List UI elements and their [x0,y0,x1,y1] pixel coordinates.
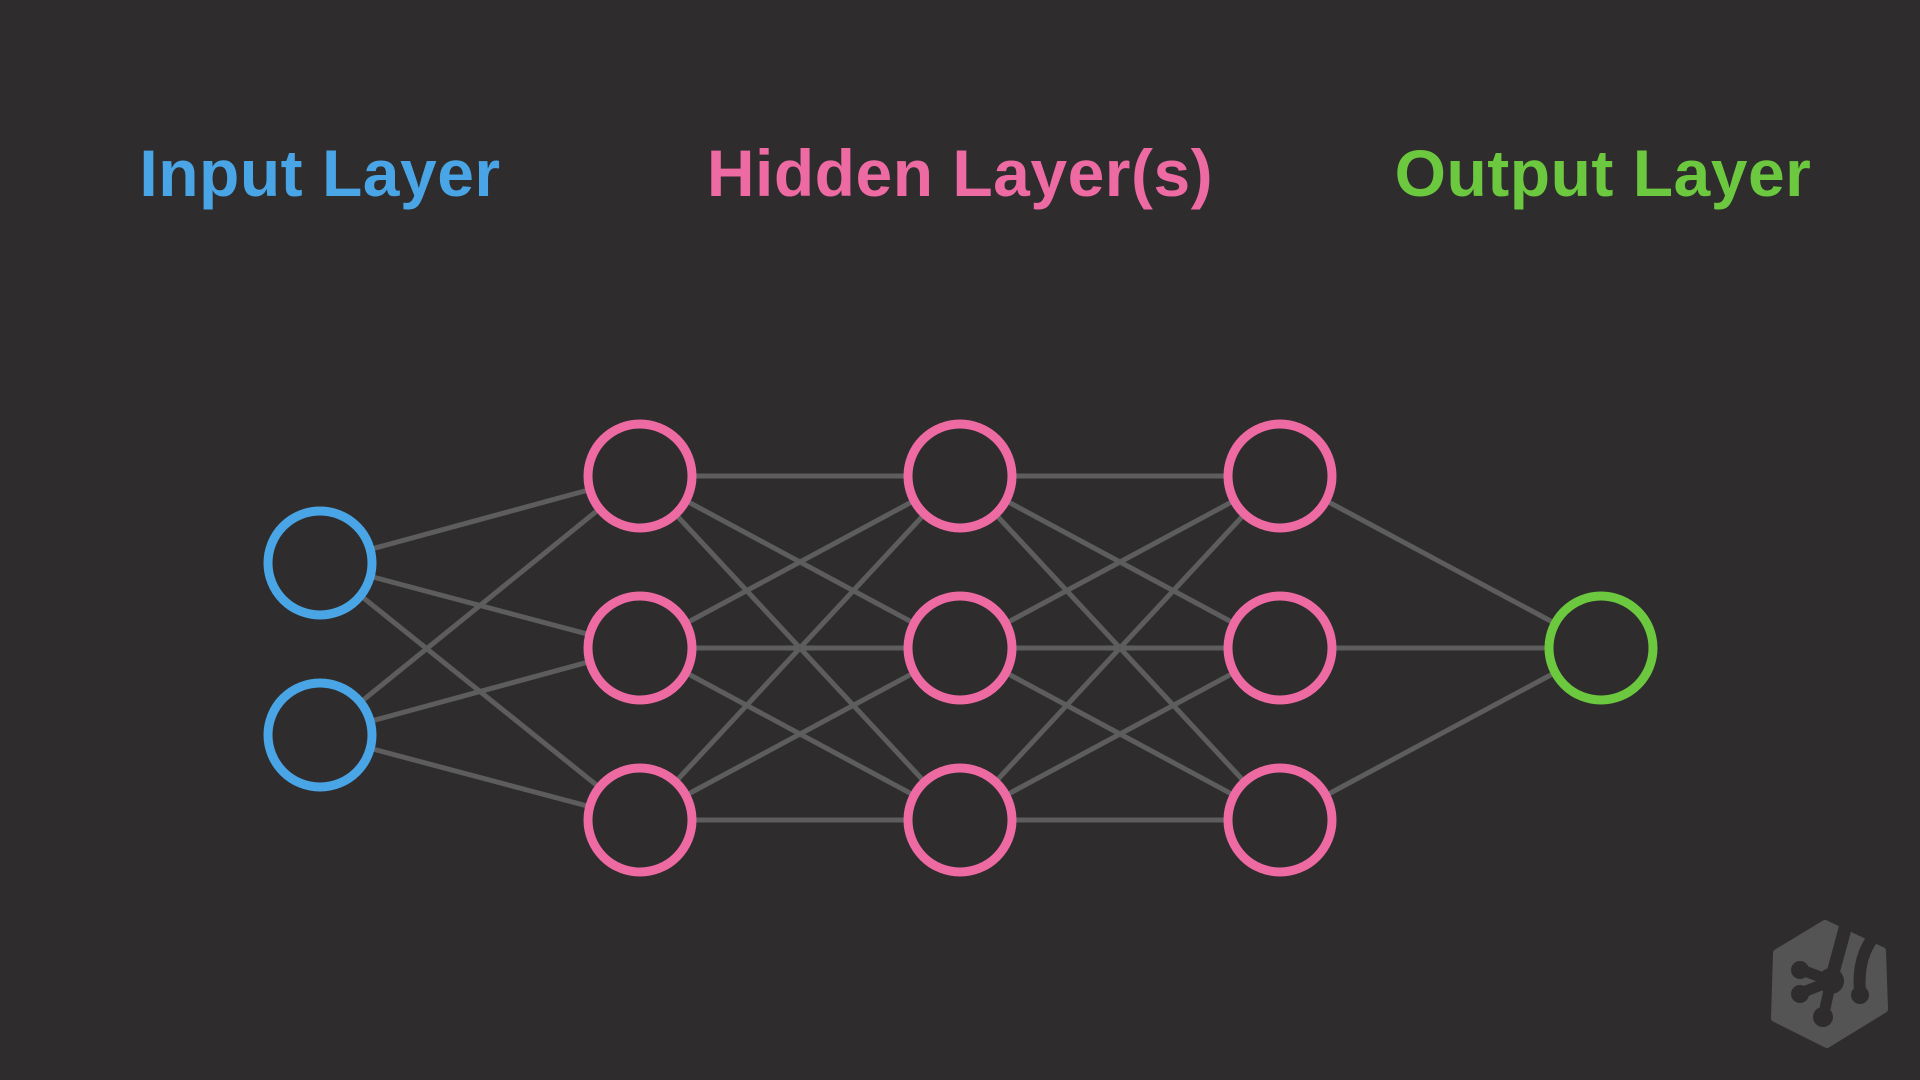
node-hidden-1-3 [583,763,697,877]
node-output-1 [1544,591,1658,705]
node-hidden-1-1 [583,419,697,533]
node-hidden-3-3 [1223,763,1337,877]
node-hidden-3-2 [1223,591,1337,705]
edge-hidden-3-to-output [1278,645,1603,823]
edge-hidden-2-to-hidden-3 [958,645,1282,823]
node-hidden-2-2 [903,591,1017,705]
edge-hidden-2-to-hidden-3 [958,473,1282,651]
edge-hidden-1-to-hidden-2 [638,473,962,651]
edge-hidden-3-to-output [1278,473,1603,651]
frog-foot-icon [1791,920,1882,1027]
foot-toe-tip [1813,1007,1833,1027]
node-hidden-2-3 [903,763,1017,877]
foot-toe-tip [1791,985,1809,1003]
node-hidden-1-2 [583,591,697,705]
node-hidden-2-1 [903,419,1017,533]
edge-input-to-hidden-1 [318,474,642,737]
edge-hidden-2-to-hidden-3 [958,474,1282,822]
output-layer-label: Output Layer [1395,136,1812,210]
node-input-2 [263,678,377,792]
logo-watermark [1771,920,1888,1048]
edge-hidden-1-to-hidden-2 [638,474,962,822]
node-hidden-3-1 [1223,419,1337,533]
input-layer-label: Input Layer [139,136,500,210]
edge-hidden-1-to-hidden-2 [638,645,962,823]
foot-palm [1818,968,1844,994]
hidden-layers-label: Hidden Layer(s) [707,136,1213,210]
foot-toe-tip [1851,986,1869,1004]
foot-toe-tip [1791,961,1809,979]
neuron-nodes [263,419,1658,877]
node-input-1 [263,506,377,620]
